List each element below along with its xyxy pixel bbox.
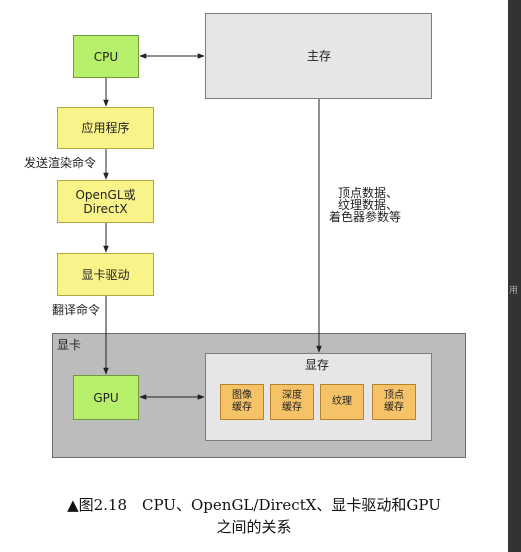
image-cache-node: 图像 缓存 (220, 384, 264, 420)
depth-cache-label-line2: 缓存 (282, 402, 302, 413)
figure-caption: ▲图2.18 CPU、OpenGL/DirectX、显卡驱动和GPU 之间的关系 (0, 494, 508, 538)
right-edge-strip (508, 0, 521, 552)
gpu-node: GPU (73, 375, 139, 420)
image-cache-label-line2: 缓存 (232, 402, 252, 413)
vertex-cache-node: 顶点 缓存 (372, 384, 416, 420)
graphics-api-label-line1: OpenGL或 (75, 187, 136, 202)
edge-text-fragment: 用 (509, 286, 519, 296)
depth-cache-label-line1: 深度 (282, 390, 302, 401)
cpu-label: CPU (93, 49, 119, 64)
depth-cache-node: 深度 缓存 (270, 384, 314, 420)
data-label-line2: 纹理数据、 (338, 198, 399, 212)
app-label: 应用程序 (81, 121, 130, 135)
app-node: 应用程序 (57, 107, 154, 149)
driver-node: 显卡驱动 (57, 253, 154, 296)
video-memory-label: 显存 (305, 358, 330, 372)
figure-caption-line1: ▲图2.18 CPU、OpenGL/DirectX、显卡驱动和GPU (67, 496, 441, 514)
send-render-command-label: 发送渲染命令 (24, 156, 97, 170)
texture-label: 纹理 (332, 396, 352, 407)
graphics-api-node: OpenGL或 DirectX (57, 180, 154, 223)
cpu-node: CPU (73, 35, 139, 78)
data-label-line3: 着色器参数等 (329, 210, 402, 224)
main-memory-box (205, 13, 432, 99)
texture-node: 纹理 (320, 384, 364, 420)
gpu-label: GPU (93, 390, 119, 405)
graphics-card-label: 显卡 (57, 338, 82, 352)
translate-command-label: 翻译命令 (52, 303, 101, 317)
graphics-api-label-line2: DirectX (83, 201, 128, 216)
data-label-line1: 顶点数据、 (338, 186, 399, 200)
vertex-cache-label-line2: 缓存 (384, 402, 404, 413)
vertex-cache-label-line1: 顶点 (384, 390, 404, 401)
figure-caption-line2: 之间的关系 (216, 518, 292, 536)
image-cache-label-line1: 图像 (232, 390, 252, 401)
main-memory-label: 主存 (307, 49, 332, 63)
driver-label: 显卡驱动 (81, 267, 130, 282)
